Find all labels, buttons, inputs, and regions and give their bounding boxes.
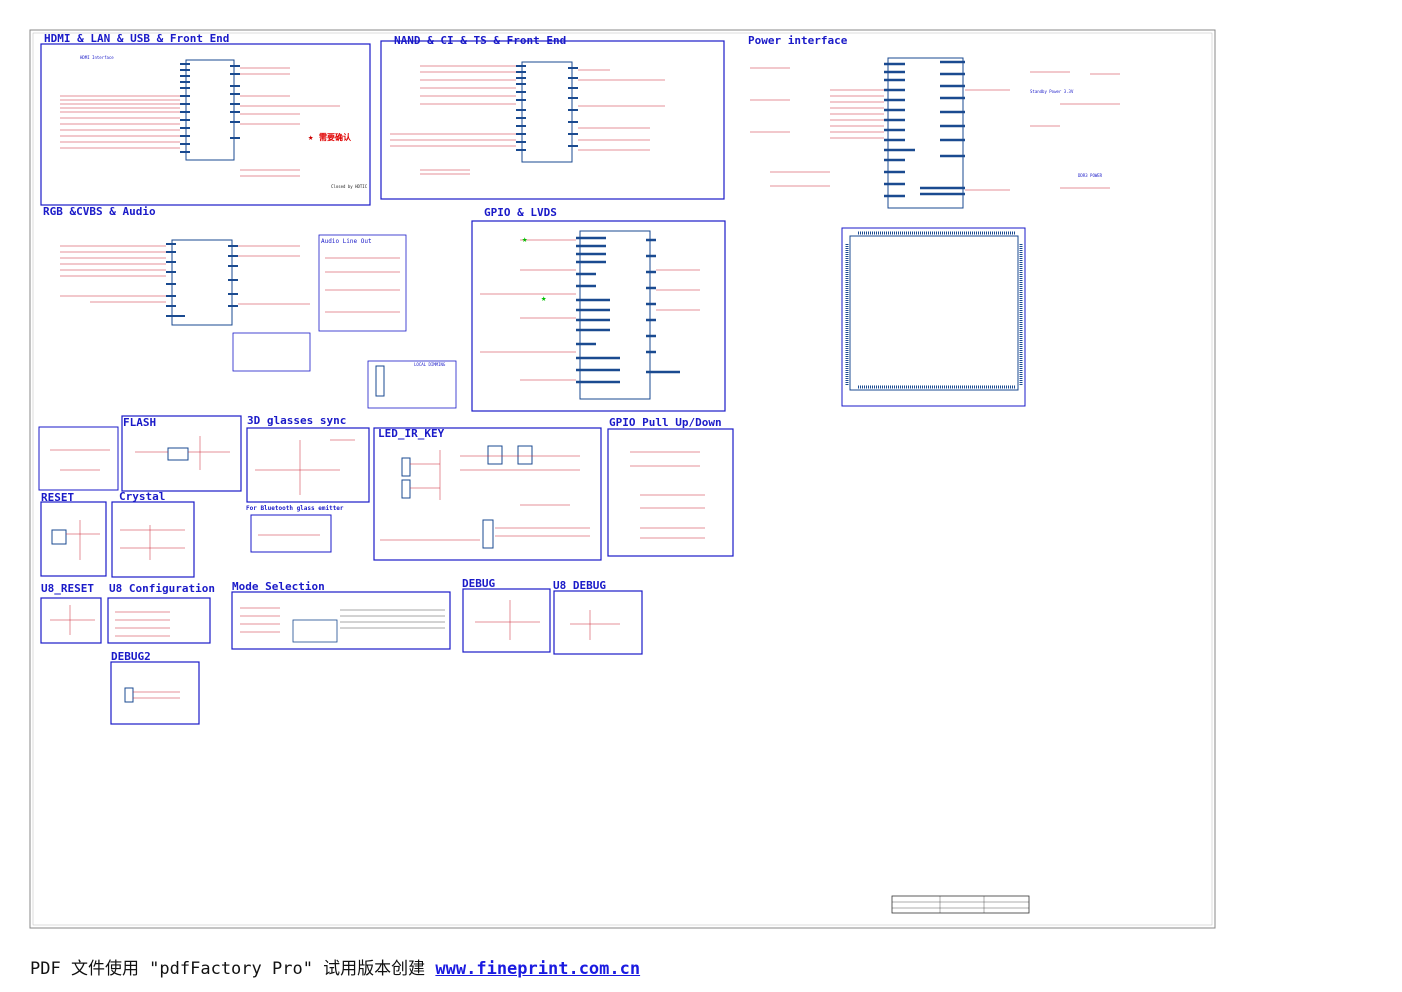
power-block-title: Power interface <box>748 34 848 47</box>
nand-block: NAND & CI & TS & Front End <box>380 34 725 200</box>
mode-selection-block: Mode Selection <box>231 580 451 650</box>
rgb-block-title: RGB &CVBS & Audio <box>43 205 156 218</box>
led-ir-block: LED_IR_KEY <box>373 427 602 561</box>
led-ir-title: LED_IR_KEY <box>378 427 445 440</box>
glasses-title: 3D glasses sync <box>247 414 346 427</box>
flash-block: FLASH <box>121 415 242 492</box>
sheet-inner-frame <box>32 32 1213 926</box>
gpio-lvds-block: GPIO & LVDS ★ ★ <box>471 206 726 412</box>
crystal-block: Crystal <box>111 490 195 578</box>
mode-selection-title: Mode Selection <box>232 580 325 593</box>
hdmi-block-title: HDMI & LAN & USB & Front End <box>44 32 229 45</box>
gpio-lvds-title: GPIO & LVDS <box>484 206 557 219</box>
crystal-title: Crystal <box>119 490 165 503</box>
gpio-pull-title: GPIO Pull Up/Down <box>609 416 722 429</box>
ddr3-power-note: DDR3 POWER <box>1078 173 1103 178</box>
bluetooth-note: For Bluetooth glass emitter <box>246 505 344 512</box>
standby-power-note: Standby Power 3.3V <box>1030 89 1074 94</box>
closed-by-note: Closed by HDTIC <box>331 184 368 189</box>
confirm-note: 需要确认 <box>319 132 352 142</box>
sheet-frame <box>29 29 1216 929</box>
reset-title: RESET <box>41 491 74 504</box>
footer-text: PDF 文件使用 "pdfFactory Pro" 试用版本创建 <box>30 959 436 979</box>
audio-line-out-label: Audio Line Out <box>321 238 372 245</box>
rgb-block: RGB &CVBS & Audio Audio Line Out LOCAL D… <box>43 205 457 409</box>
u8-reset-title: U8_RESET <box>41 582 94 595</box>
u8-debug-title: U8 DEBUG <box>553 579 606 592</box>
u8-debug-block: U8 DEBUG <box>553 579 643 655</box>
local-dimming-label: LOCAL DIMMING <box>414 362 446 367</box>
debug2-block: DEBUG2 <box>110 650 200 725</box>
u8-config-title: U8 Configuration <box>109 582 215 595</box>
glasses-block: 3D glasses sync For Bluetooth glass emit… <box>246 414 370 553</box>
nand-block-title: NAND & CI & TS & Front End <box>394 34 566 47</box>
debug-block: DEBUG <box>462 577 551 653</box>
hdmi-block: HDMI & LAN & USB & Front End HDMI Interf… <box>40 32 371 206</box>
power-block: Power interface Standby Power 3.3V DDR3 … <box>748 34 1120 407</box>
uart-block <box>38 426 119 491</box>
gpio-pull-block: GPIO Pull Up/Down <box>607 416 734 557</box>
u8-reset-block: U8_RESET <box>40 582 102 644</box>
hdmi-interface-label: HDMI Interface <box>80 55 114 60</box>
svg-text:★: ★ <box>308 133 314 143</box>
debug-title: DEBUG <box>462 577 495 590</box>
fineprint-link[interactable]: www.fineprint.com.cn <box>435 959 641 979</box>
reset-block: RESET <box>40 491 107 577</box>
svg-text:★: ★ <box>522 235 528 245</box>
debug2-title: DEBUG2 <box>111 650 151 663</box>
flash-title: FLASH <box>123 416 156 429</box>
pdf-footer: PDF 文件使用 "pdfFactory Pro" 试用版本创建 www.fin… <box>30 954 640 979</box>
title-block <box>891 895 1030 914</box>
svg-text:★: ★ <box>541 294 547 304</box>
u8-config-block: U8 Configuration <box>107 582 215 644</box>
